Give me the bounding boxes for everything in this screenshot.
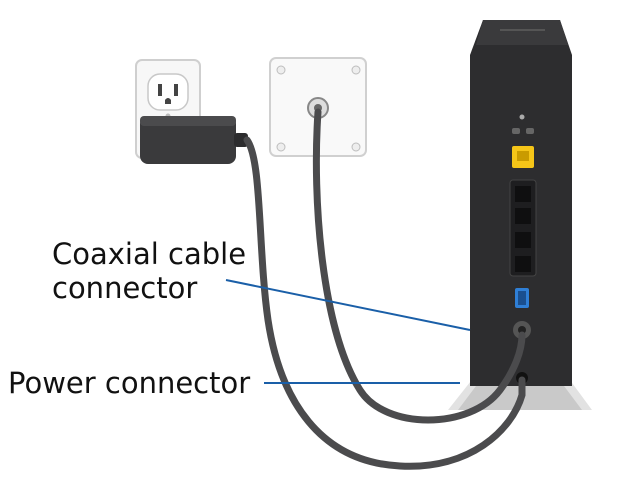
coax-cable bbox=[312, 108, 526, 424]
power-adapter bbox=[140, 116, 248, 164]
cables bbox=[243, 108, 526, 470]
coax-callout-line bbox=[225, 279, 471, 331]
power-cable bbox=[243, 136, 526, 470]
coax-label-line-2: connector bbox=[52, 271, 198, 305]
coax-label-line-1: Coaxial cable bbox=[52, 237, 247, 271]
coax-wall-plate bbox=[269, 57, 367, 157]
power-connector-label: Power connector bbox=[8, 366, 251, 400]
